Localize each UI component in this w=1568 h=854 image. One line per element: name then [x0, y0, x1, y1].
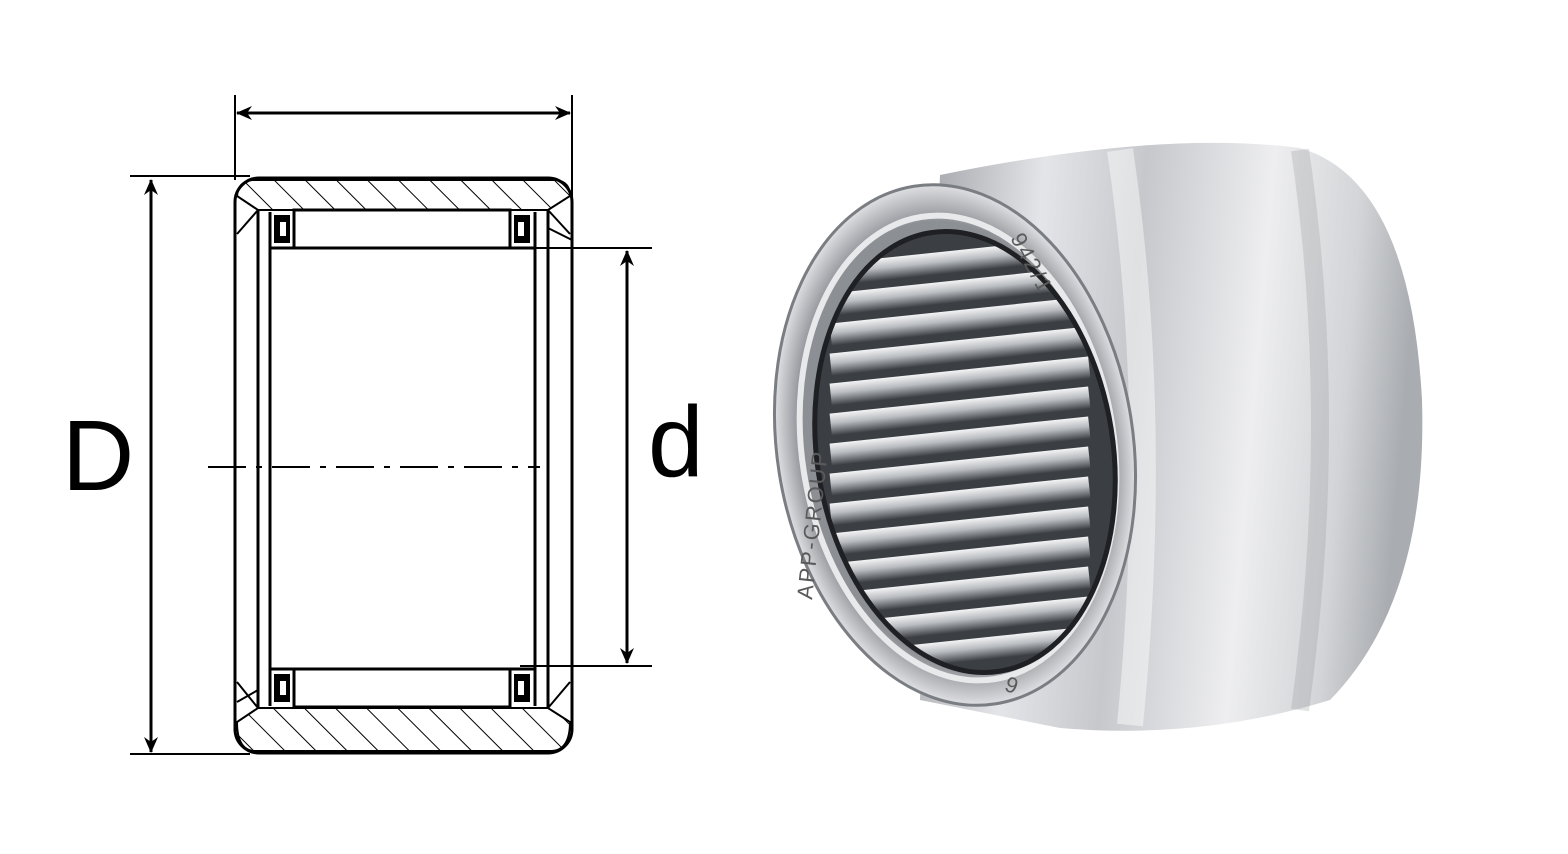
lip-bottom-right: [547, 681, 571, 709]
inner-diameter-label: d: [648, 386, 704, 498]
lip-top-right: [547, 209, 571, 235]
shell-wall-top: [235, 179, 572, 211]
needle-set: [829, 236, 1091, 676]
shell-wall-bottom: [235, 707, 572, 752]
lip-top-left: [236, 209, 259, 235]
outer-diameter-label: D: [62, 400, 134, 512]
lip-inner-bottom-left: [236, 689, 259, 703]
lip-inner-top-right: [547, 227, 573, 241]
bearing-photo: APP-GROUP 942/1 6: [772, 142, 1423, 731]
outer-shell: [233, 176, 574, 755]
needle-roller-bottom: [292, 667, 512, 709]
needle-roller-top: [292, 208, 512, 250]
cross-section-drawing: D d: [62, 95, 704, 755]
